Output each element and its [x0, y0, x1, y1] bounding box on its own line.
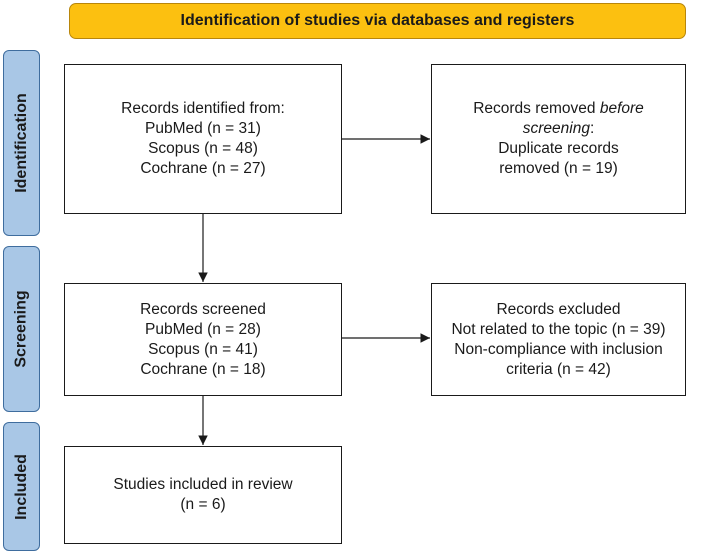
records-removed-line2: screening:: [523, 119, 595, 139]
records-identified-pubmed: PubMed (n = 31): [145, 120, 261, 137]
records-excluded-criteria: criteria (n = 42): [506, 360, 611, 378]
phase-label-included: Included: [3, 422, 40, 551]
records-identified-heading: Records identified from:: [121, 100, 285, 117]
records-removed-line1: Records removed before: [473, 99, 644, 119]
records-identified-scopus: Scopus (n = 48): [148, 140, 258, 157]
records-screened-scopus: Scopus (n = 41): [148, 340, 258, 358]
records-excluded-noncompliance: Non-compliance with inclusion: [454, 340, 663, 358]
studies-included-heading: Studies included in review: [113, 476, 293, 493]
records-removed-before: before: [599, 100, 644, 117]
records-removed-box: Records removed before screening: Duplic…: [431, 64, 686, 214]
phase-label-screening: Screening: [3, 246, 40, 412]
records-excluded-heading: Records excluded: [496, 300, 621, 318]
diagram-title: Identification of studies via databases …: [69, 3, 686, 39]
records-screened-box: Records screened PubMed (n = 28) Scopus …: [64, 283, 342, 396]
records-removed-screening: screening: [522, 120, 590, 137]
phase-label-identification: Identification: [3, 50, 40, 236]
records-removed-prefix: Records removed: [473, 100, 600, 117]
records-screened-cochrane: Cochrane (n = 18): [140, 360, 266, 378]
records-screened-heading: Records screened: [140, 300, 266, 318]
records-excluded-topic: Not related to the topic (n = 39): [451, 320, 666, 338]
records-removed-colon: :: [589, 120, 595, 137]
records-excluded-box: Records excluded Not related to the topi…: [431, 283, 686, 396]
records-identified-cochrane: Cochrane (n = 27): [140, 160, 266, 177]
studies-included-count: (n = 6): [180, 496, 226, 513]
records-removed-duplicates: Duplicate records: [498, 140, 619, 157]
studies-included-box: Studies included in review (n = 6): [64, 446, 342, 544]
records-identified-box: Records identified from: PubMed (n = 31)…: [64, 64, 342, 214]
records-screened-pubmed: PubMed (n = 28): [145, 320, 261, 338]
records-removed-count: removed (n = 19): [499, 160, 618, 177]
